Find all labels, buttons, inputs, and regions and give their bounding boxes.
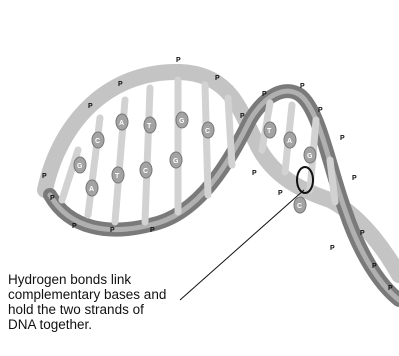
phosphate-label: P bbox=[88, 103, 93, 110]
phosphate-label: P bbox=[110, 227, 115, 234]
phosphate-label: P bbox=[352, 175, 357, 182]
phosphate-label: P bbox=[372, 263, 377, 270]
base-letter: T bbox=[115, 173, 120, 180]
base-letter: C bbox=[143, 168, 148, 175]
phosphate-label: P bbox=[278, 190, 283, 197]
phosphate-label: P bbox=[262, 91, 267, 98]
base-letter: A bbox=[119, 120, 124, 127]
phosphate-label: P bbox=[252, 170, 257, 177]
base-letter: T bbox=[147, 123, 152, 130]
base-letter: G bbox=[179, 118, 185, 125]
phosphate-label: P bbox=[150, 227, 155, 234]
phosphate-label: P bbox=[330, 245, 335, 252]
phosphate-label: P bbox=[340, 135, 345, 142]
hydrogen-bonds-caption: Hydrogen bonds link complementary bases … bbox=[8, 272, 218, 332]
base-letter: A bbox=[89, 186, 94, 193]
base-letter: A bbox=[287, 138, 292, 145]
base-letter: G bbox=[173, 158, 179, 165]
phosphate-label: P bbox=[42, 173, 47, 180]
base-letter: G bbox=[77, 163, 83, 170]
base-letter: C bbox=[95, 138, 100, 145]
phosphate-label: P bbox=[300, 83, 305, 90]
phosphate-label: P bbox=[318, 107, 323, 114]
phosphate-label: P bbox=[360, 230, 365, 237]
base-letter: G bbox=[307, 153, 313, 160]
phosphate-label: P bbox=[388, 285, 393, 292]
phosphate-label: P bbox=[176, 57, 181, 64]
phosphate-label: P bbox=[215, 75, 220, 82]
base-letter: T bbox=[267, 128, 272, 135]
phosphate-label: P bbox=[72, 223, 77, 230]
base-letter: C bbox=[297, 203, 302, 210]
phosphate-label: P bbox=[240, 113, 245, 120]
phosphate-label: P bbox=[118, 81, 123, 88]
phosphate-label: P bbox=[50, 195, 55, 202]
base-letter: C bbox=[205, 128, 210, 135]
